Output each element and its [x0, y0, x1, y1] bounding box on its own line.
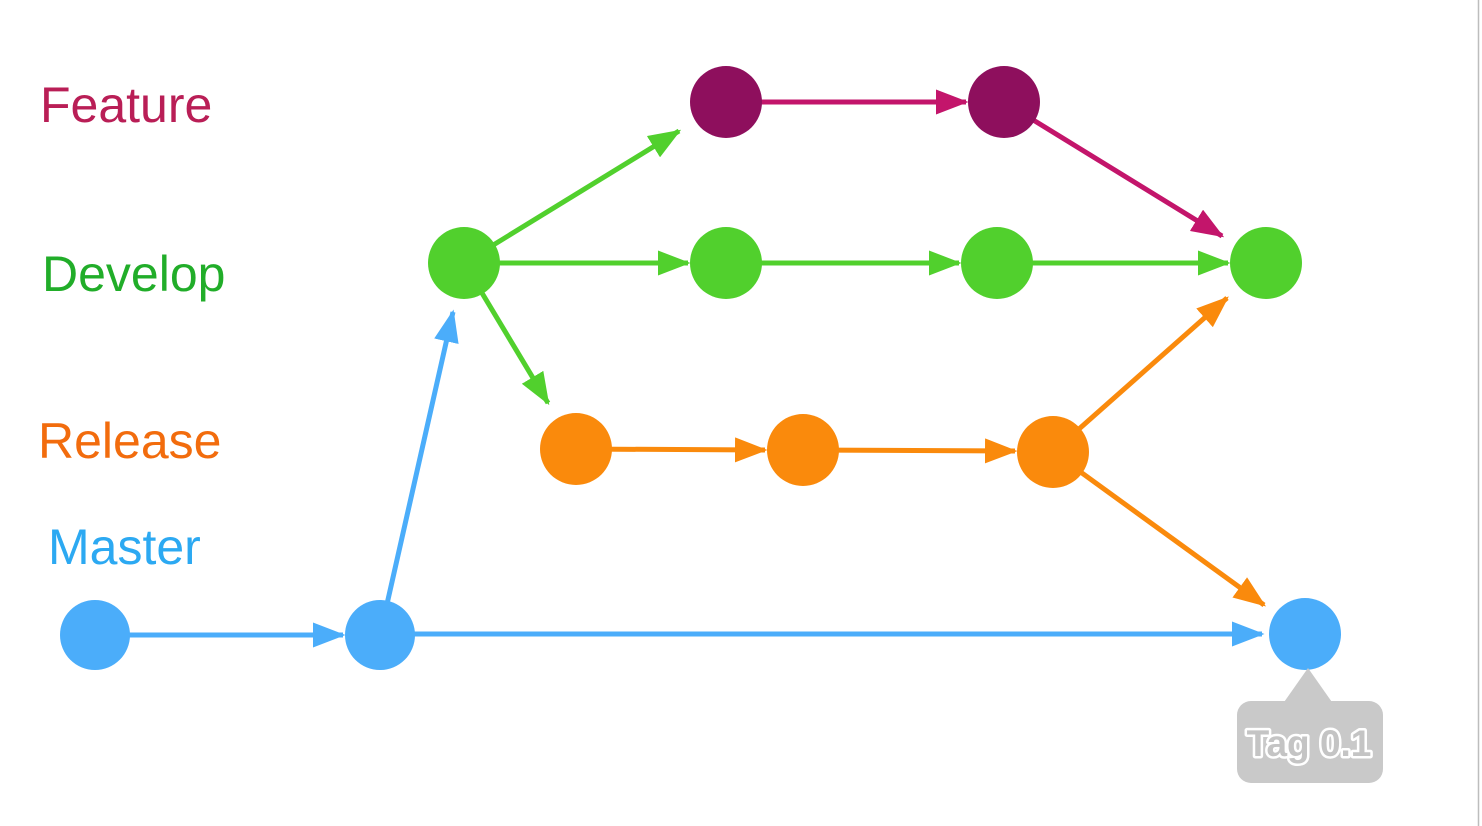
commit-node-develop-4	[1230, 227, 1302, 299]
commit-node-master-3	[1269, 598, 1341, 670]
commit-node-feature-2	[968, 66, 1040, 138]
edge-feature-2-to-develop-4	[1002, 99, 1225, 239]
commit-node-release-1	[540, 413, 612, 485]
commit-node-master-1	[60, 600, 130, 670]
commit-node-develop-3	[961, 227, 1033, 299]
edge-release-3-to-master-3	[1051, 449, 1267, 608]
commit-node-release-2	[767, 414, 839, 486]
tag-callout-bubble	[1237, 701, 1383, 783]
commit-node-develop-1	[428, 227, 500, 299]
tag-callout: Tag 0.1	[1237, 668, 1383, 783]
tag-callout-pointer	[1282, 668, 1334, 705]
branch-label-develop: Develop	[42, 246, 225, 302]
edge-release-3-to-develop-4	[1051, 296, 1229, 454]
branch-label-release: Release	[38, 413, 221, 469]
commit-node-develop-2	[690, 227, 762, 299]
edge-master-2-to-develop-1	[377, 309, 459, 636]
branch-label-feature: Feature	[40, 77, 212, 133]
tag-label: Tag 0.1	[1247, 723, 1372, 764]
commit-node-feature-1	[690, 66, 762, 138]
commit-node-master-2	[345, 600, 415, 670]
edge-develop-1-to-feature-1	[462, 128, 682, 266]
branch-label-master: Master	[48, 519, 201, 575]
commit-node-release-3	[1017, 416, 1089, 488]
